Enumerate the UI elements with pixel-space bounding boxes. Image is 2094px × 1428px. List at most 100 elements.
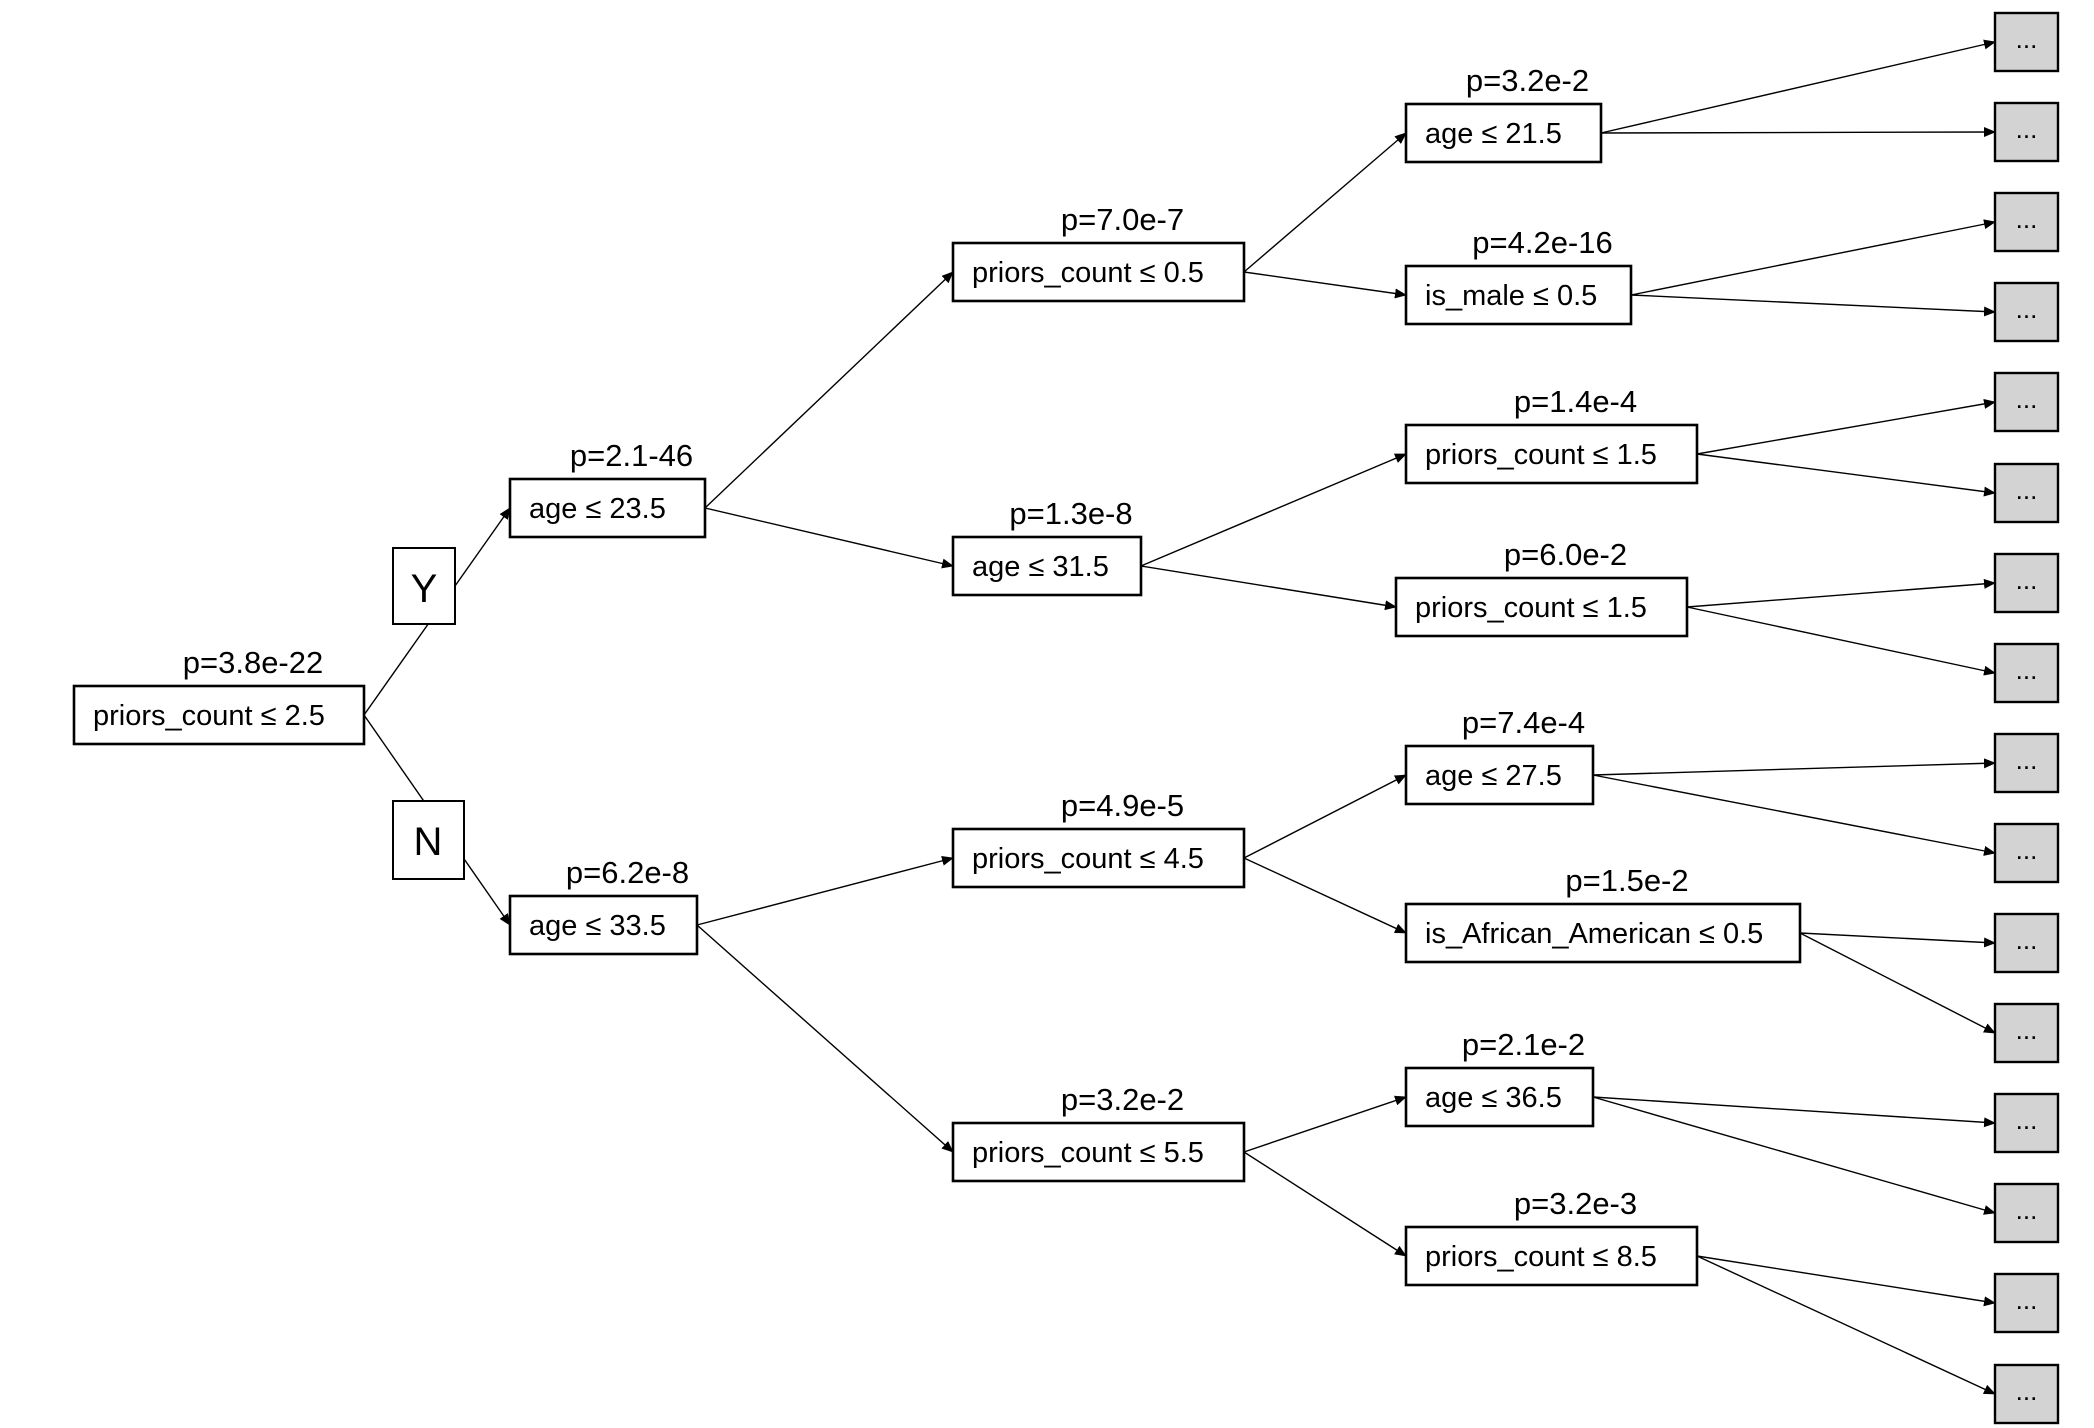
yes-label-text: Y [411, 567, 438, 611]
leaf-node-10: ... [1993, 912, 2060, 974]
edge-n9-L5 [1696, 453, 1996, 497]
tree-node-n10: priors_count ≤ 1.5p=6.0e-2 [1394, 537, 1689, 638]
node-p-value: p=2.1-46 [570, 438, 693, 473]
node-p-value: p=6.2e-8 [566, 855, 689, 890]
leaf-box [1993, 822, 2060, 884]
leaf-node-6: ... [1993, 552, 2060, 614]
node-label: priors_count ≤ 2.5 [93, 700, 325, 732]
leaf-node-15: ... [1993, 1363, 2060, 1425]
tree-node-n9: priors_count ≤ 1.5p=1.4e-4 [1404, 384, 1699, 485]
node-p-value: p=3.2e-2 [1061, 1082, 1184, 1117]
node-label: age ≤ 21.5 [1425, 118, 1562, 150]
yes-branch-label: Y [392, 547, 456, 625]
leaf-ellipsis: ... [2016, 294, 2038, 324]
node-box [1404, 264, 1633, 326]
leaf-node-13: ... [1993, 1182, 2060, 1244]
edge-n4-n9 [1140, 453, 1407, 567]
leaf-ellipsis: ... [2016, 655, 2038, 685]
leaf-ellipsis: ... [2016, 1015, 2038, 1045]
tree-node-n8: is_male ≤ 0.5 p=4.2e-16 [1404, 225, 1633, 326]
leaf-box [1993, 101, 2060, 163]
leaf-ellipsis: ... [2016, 1285, 2038, 1315]
leaf-box [1993, 462, 2060, 524]
edge-n14-L14 [1696, 1255, 1996, 1307]
branch-labels: Y N [392, 547, 465, 880]
node-label: age ≤ 36.5 [1425, 1082, 1562, 1114]
edge-n8-L2 [1630, 219, 1996, 296]
edge-n5-n12 [1243, 857, 1407, 934]
leaf-node-2: ... [1993, 191, 2060, 253]
leaf-ellipsis: ... [2016, 384, 2038, 414]
edge-n4-n10 [1140, 565, 1397, 611]
tree-node-n11: age ≤ 27.5 p=7.4e-4 [1404, 705, 1595, 806]
node-box [508, 894, 699, 956]
leaf-node-0: ... [1993, 11, 2060, 73]
node-label: age ≤ 33.5 [529, 910, 666, 942]
node-box [1404, 423, 1699, 485]
leaf-box [1993, 732, 2060, 794]
leaf-ellipsis: ... [2016, 925, 2038, 955]
node-box [1404, 1066, 1595, 1128]
leaf-box [1993, 642, 2060, 704]
leaf-box [1993, 1272, 2060, 1334]
leaf-node-12: ... [1993, 1092, 2060, 1154]
node-label: priors_count ≤ 8.5 [1425, 1241, 1657, 1273]
tree-node-n6: priors_count ≤ 5.5 p=3.2e-2 [951, 1082, 1246, 1183]
edge-n10-L7 [1686, 606, 1996, 676]
leaf-ellipsis: ... [2016, 114, 2038, 144]
edge-n1-n3 [704, 271, 954, 509]
node-box [1404, 902, 1802, 964]
node-label: is_African_American ≤ 0.5 [1425, 918, 1763, 950]
leaf-node-7: ... [1993, 642, 2060, 704]
edge-n9-L4 [1696, 398, 1996, 455]
leaf-node-4: ... [1993, 371, 2060, 433]
edge-n5-n11 [1243, 774, 1407, 859]
node-p-value: p=4.9e-5 [1061, 788, 1184, 823]
leaf-node-5: ... [1993, 462, 2060, 524]
leaf-ellipsis: ... [2016, 24, 2038, 54]
node-label: age ≤ 27.5 [1425, 760, 1562, 792]
tree-node-n7: age ≤ 21.5p=3.2e-2 [1404, 63, 1603, 164]
node-box [1404, 102, 1603, 164]
no-label-text: N [414, 820, 443, 864]
edge-n12-L11 [1799, 932, 1996, 1034]
node-label: priors_count ≤ 5.5 [972, 1137, 1204, 1169]
node-p-value: p=1.5e-2 [1565, 863, 1688, 898]
leaf-box [1993, 11, 2060, 73]
node-p-value: p=6.0e-2 [1504, 537, 1627, 572]
edge-n8-L3 [1630, 294, 1996, 317]
edge-n13-L13 [1592, 1096, 1996, 1215]
node-p-value: p=7.4e-4 [1462, 705, 1585, 740]
tree-node-n3: priors_count ≤ 0.5p=7.0e-7 [951, 202, 1246, 303]
tree-node-n2: age ≤ 33.5 p=6.2e-8 [508, 855, 699, 956]
node-p-value: p=3.2e-3 [1514, 1186, 1637, 1221]
node-p-value: p=3.8e-22 [183, 645, 323, 680]
node-p-value: p=1.4e-4 [1514, 384, 1637, 419]
tree-node-n1: age ≤ 23.5p=2.1-46 [508, 438, 707, 539]
tree-node-n13: age ≤ 36.5 p=2.1e-2 [1404, 1027, 1595, 1128]
leaf-box [1993, 552, 2060, 614]
node-box [951, 1121, 1246, 1183]
edge-n12-L10 [1799, 932, 1996, 948]
leaf-node-8: ... [1993, 732, 2060, 794]
leaf-node-1: ... [1993, 101, 2060, 163]
node-label: is_male ≤ 0.5 [1425, 280, 1597, 312]
leaf-ellipsis: ... [2016, 475, 2038, 505]
node-p-value: p=4.2e-16 [1472, 225, 1612, 260]
leaves: ........................................… [1993, 11, 2060, 1425]
edge-n1-n4 [704, 507, 954, 569]
node-p-value: p=2.1e-2 [1462, 1027, 1585, 1062]
node-box [508, 477, 707, 539]
node-box [1394, 576, 1689, 638]
edge-n11-L8 [1592, 758, 1996, 776]
edge-n6-n14 [1243, 1151, 1407, 1257]
leaf-box [1993, 1002, 2060, 1064]
leaf-box [1993, 1363, 2060, 1425]
node-label: age ≤ 31.5 [972, 551, 1109, 583]
node-box [951, 241, 1246, 303]
leaf-ellipsis: ... [2016, 565, 2038, 595]
tree-node-n12: is_African_American ≤ 0.5 p=1.5e-2 [1404, 863, 1802, 964]
leaf-ellipsis: ... [2016, 745, 2038, 775]
node-label: priors_count ≤ 0.5 [972, 257, 1204, 289]
